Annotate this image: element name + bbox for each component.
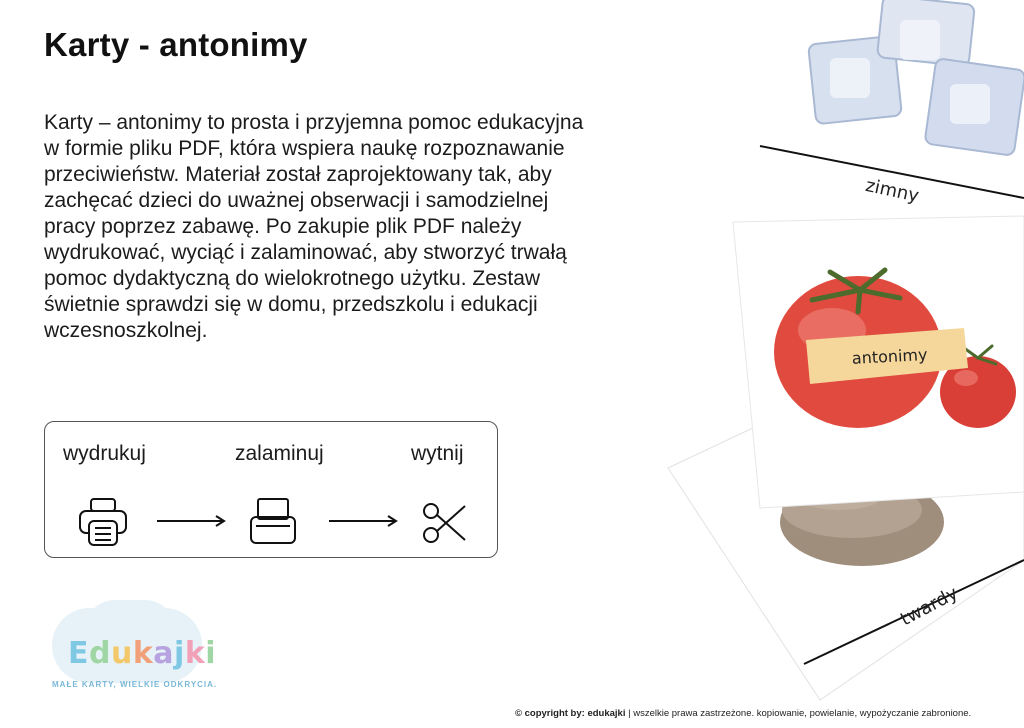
copyright-footer: © copyright by: edukajki | wszelkie praw… bbox=[515, 708, 971, 719]
card-zimny: zimny bbox=[748, 0, 1024, 212]
ice-cubes-image bbox=[807, 0, 1024, 156]
description-text: Karty – antonimy to prosta i przyjemna p… bbox=[44, 111, 584, 342]
card-divider-line bbox=[759, 145, 1024, 199]
arrow-right-icon bbox=[157, 515, 226, 527]
copyright-owner: © copyright by: edukajki bbox=[515, 708, 626, 719]
card-antonimy: antonimy bbox=[732, 215, 1024, 509]
card-tag-antonimy: antonimy bbox=[851, 345, 928, 368]
antonimy-tag bbox=[806, 328, 968, 384]
edukajki-logo: Edukajki MAŁE KARTY, WIELKIE ODKRYCIA. bbox=[40, 600, 230, 700]
scissors-icon bbox=[423, 503, 466, 543]
printer-icon bbox=[79, 498, 127, 546]
arrow-right-icon bbox=[329, 515, 398, 527]
steps-panel: wydrukuj zalaminuj wytnij bbox=[44, 421, 498, 558]
page-title: Karty - antonimy bbox=[44, 26, 308, 63]
card-divider-line bbox=[803, 559, 1024, 665]
step-label-print: wydrukuj bbox=[63, 442, 146, 465]
logo-wordmark: Edukajki bbox=[68, 636, 217, 671]
logo-tagline: MAŁE KARTY, WIELKIE ODKRYCIA. bbox=[52, 680, 218, 689]
step-label-laminate: zalaminuj bbox=[235, 442, 324, 465]
step-label-cut: wytnij bbox=[411, 442, 464, 465]
copyright-notice: | wszelkie prawa zastrzeżone. kopiowanie… bbox=[625, 708, 972, 719]
laminator-icon bbox=[250, 498, 296, 544]
logo-cloud bbox=[85, 600, 175, 660]
